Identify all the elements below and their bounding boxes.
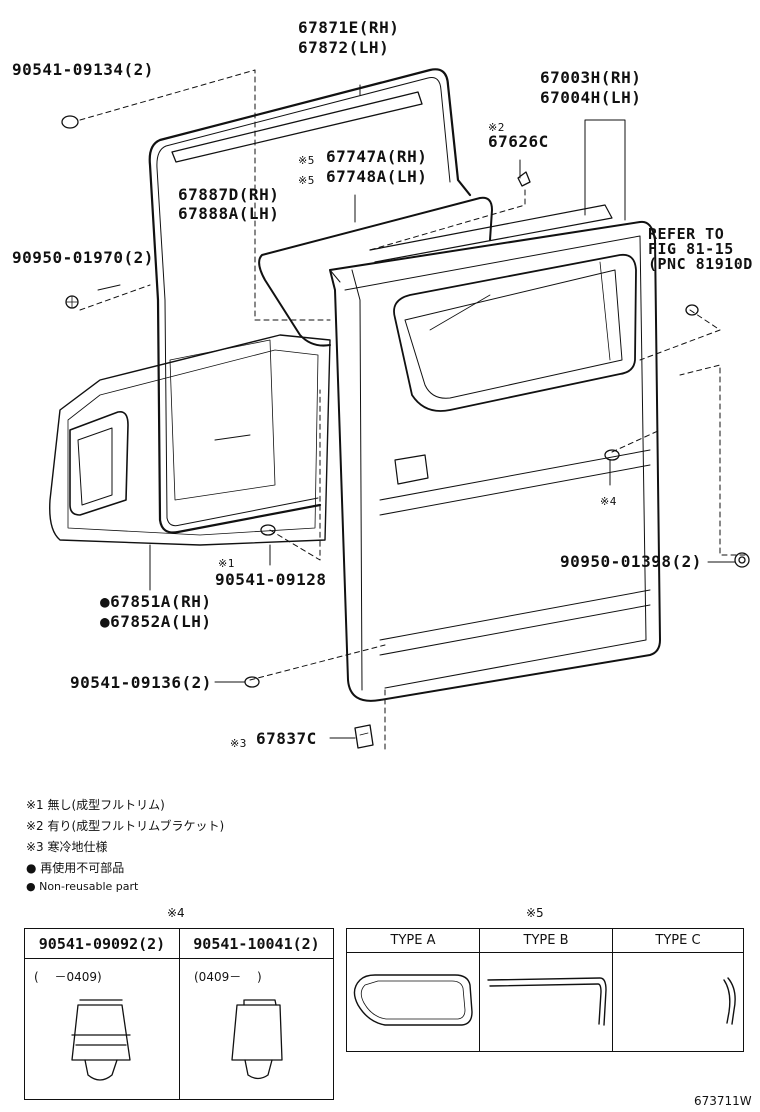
fasteners: [61, 115, 750, 749]
belt-strip-67887: [171, 91, 423, 163]
part-label-90541-09128: 90541-09128: [215, 570, 327, 589]
leader-lines: [79, 69, 746, 751]
part-label-90541-09134: 90541-09134(2): [12, 60, 154, 79]
part-label-90950-01398: 90950-01398(2): [560, 552, 702, 571]
table-mark4: 90541-09092(2) 90541-10041(2): [24, 928, 334, 1100]
note-4: ● 再使用不可部品: [26, 861, 125, 875]
part-label-67871e: 67871E(RH): [298, 18, 400, 37]
part-label-67003h: 67003H(RH): [540, 68, 642, 87]
table5-header-b: TYPE B: [479, 928, 613, 953]
table4-header-2: 90541-10041(2): [179, 928, 334, 959]
table4-caption: ※4: [167, 906, 185, 920]
refer-text-3: (PNC 81910D: [648, 255, 753, 273]
table-mark5: TYPE A TYPE B TYPE C: [346, 928, 744, 1052]
mark-4: ※4: [600, 495, 617, 508]
table4-range-2: (0409－ ): [194, 970, 262, 984]
mark-5a: ※5: [298, 154, 315, 167]
part-label-67747a: 67747A(RH): [326, 147, 428, 166]
note-1: ※1 無し(成型フルトリム): [26, 798, 165, 812]
part-label-67872: 67872(LH): [298, 38, 390, 57]
weatherstrip-67871: [148, 68, 472, 534]
part-label-67852a: ●67852A(LH): [100, 612, 212, 631]
part-label-67004h: 67004H(LH): [540, 88, 642, 107]
mark-1: ※1: [218, 557, 235, 570]
door-panel-67003: [329, 220, 661, 702]
part-label-67887d: 67887D(RH): [178, 185, 280, 204]
note-3: ※3 寒冷地仕様: [26, 840, 108, 854]
table4-range-1: ( －0409): [34, 970, 102, 984]
trim-panel-67851: [49, 334, 331, 546]
part-label-67837c: 67837C: [256, 729, 317, 748]
part-label-67851a: ●67851A(RH): [100, 592, 212, 611]
part-label-90541-09136: 90541-09136(2): [70, 673, 212, 692]
mark-3: ※3: [230, 737, 247, 750]
mark-5b: ※5: [298, 174, 315, 187]
refer-text-1: REFER TO: [648, 225, 725, 243]
refer-text-2: FIG 81-15: [648, 240, 734, 258]
part-label-67748a: 67748A(LH): [326, 167, 428, 186]
part-label-67626c: 67626C: [488, 132, 549, 151]
table5-header-a: TYPE A: [346, 928, 480, 953]
part-label-67888a: 67888A(LH): [178, 204, 280, 223]
part-label-90950-01970: 90950-01970(2): [12, 248, 154, 267]
note-5: ● Non-reusable part: [26, 880, 139, 893]
figure-id: 673711W: [694, 1094, 752, 1108]
mark-2: ※2: [488, 121, 505, 134]
table5-header-c: TYPE C: [612, 928, 744, 953]
solid-leaders: [97, 84, 736, 739]
table4-header-1: 90541-09092(2): [24, 928, 180, 959]
note-2: ※2 有り(成型フルトリムブラケット): [26, 819, 225, 833]
table5-caption: ※5: [526, 906, 544, 920]
